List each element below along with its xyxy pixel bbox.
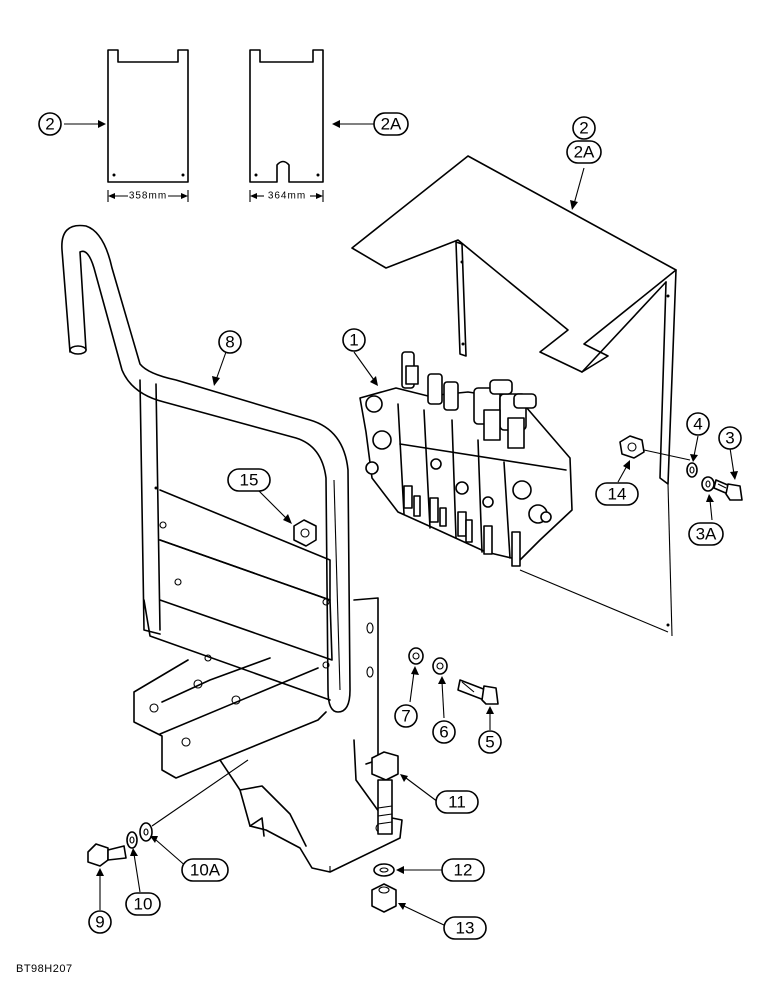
valve-cover (351, 155, 677, 637)
callout-15: 15 (227, 468, 271, 492)
dimension-label-364mm: 364mm (268, 191, 306, 202)
bolt-5 (457, 679, 499, 705)
svg-text:14: 14 (608, 485, 627, 504)
svg-text:12: 12 (454, 861, 473, 880)
svg-text:2: 2 (579, 119, 588, 138)
bolt-9 (87, 843, 127, 867)
callout-9: 9 (88, 910, 112, 934)
callout-2-top: 2 (38, 112, 62, 136)
bolt-11 (371, 751, 399, 835)
svg-text:8: 8 (225, 333, 234, 352)
cover-plate-2a (249, 49, 324, 183)
svg-text:3A: 3A (696, 525, 717, 544)
lock-washer-10 (126, 831, 138, 849)
nut-15 (293, 519, 317, 547)
callout-2a-top: 2A (373, 112, 409, 136)
svg-text:11: 11 (448, 793, 466, 812)
figure-code: BT98H207 (16, 963, 73, 975)
callout-4: 4 (686, 412, 710, 436)
washer-4 (686, 462, 698, 478)
callout-13: 13 (443, 916, 487, 940)
svg-text:13: 13 (456, 919, 475, 938)
control-valve (359, 351, 573, 567)
bolt-3 (713, 479, 743, 501)
callout-7: 7 (394, 704, 418, 728)
svg-text:4: 4 (693, 415, 702, 434)
callout-10a: 10A (181, 858, 229, 882)
handrail (61, 224, 351, 713)
cover-plate-2 (107, 49, 189, 183)
svg-text:10: 10 (134, 895, 153, 914)
callout-11: 11 (435, 790, 479, 814)
callout-8: 8 (218, 330, 242, 354)
washer-12 (373, 863, 395, 877)
svg-text:9: 9 (95, 913, 104, 932)
callout-3a: 3A (688, 522, 724, 546)
dimension-358mm: 358mm (107, 190, 189, 202)
svg-text:3: 3 (725, 429, 734, 448)
svg-text:15: 15 (240, 471, 259, 490)
callout-5: 5 (478, 730, 502, 754)
svg-text:10A: 10A (190, 861, 221, 880)
washer-7 (408, 647, 424, 665)
svg-text:5: 5 (485, 733, 494, 752)
nut-14 (619, 435, 645, 459)
svg-text:2A: 2A (574, 143, 595, 162)
callout-2a-right: 2A (566, 140, 602, 164)
callout-10: 10 (125, 892, 161, 916)
callout-2-right: 2 (572, 116, 596, 140)
svg-text:7: 7 (401, 707, 410, 726)
lock-washer-6 (432, 657, 448, 675)
svg-text:1: 1 (349, 331, 358, 350)
callout-3: 3 (718, 426, 742, 450)
lock-washer-3a (701, 476, 715, 492)
callout-12: 12 (441, 858, 485, 882)
nut-13 (371, 883, 397, 913)
svg-text:2: 2 (45, 115, 54, 134)
valve-mounting-bracket (133, 379, 403, 873)
svg-text:2A: 2A (381, 115, 402, 134)
dimension-label-358mm: 358mm (129, 191, 167, 202)
callout-14: 14 (595, 482, 639, 506)
dimension-364mm: 364mm (249, 190, 324, 202)
callout-6: 6 (432, 720, 456, 744)
washer-10a (139, 822, 153, 842)
callout-1: 1 (342, 328, 366, 352)
svg-text:6: 6 (439, 723, 448, 742)
